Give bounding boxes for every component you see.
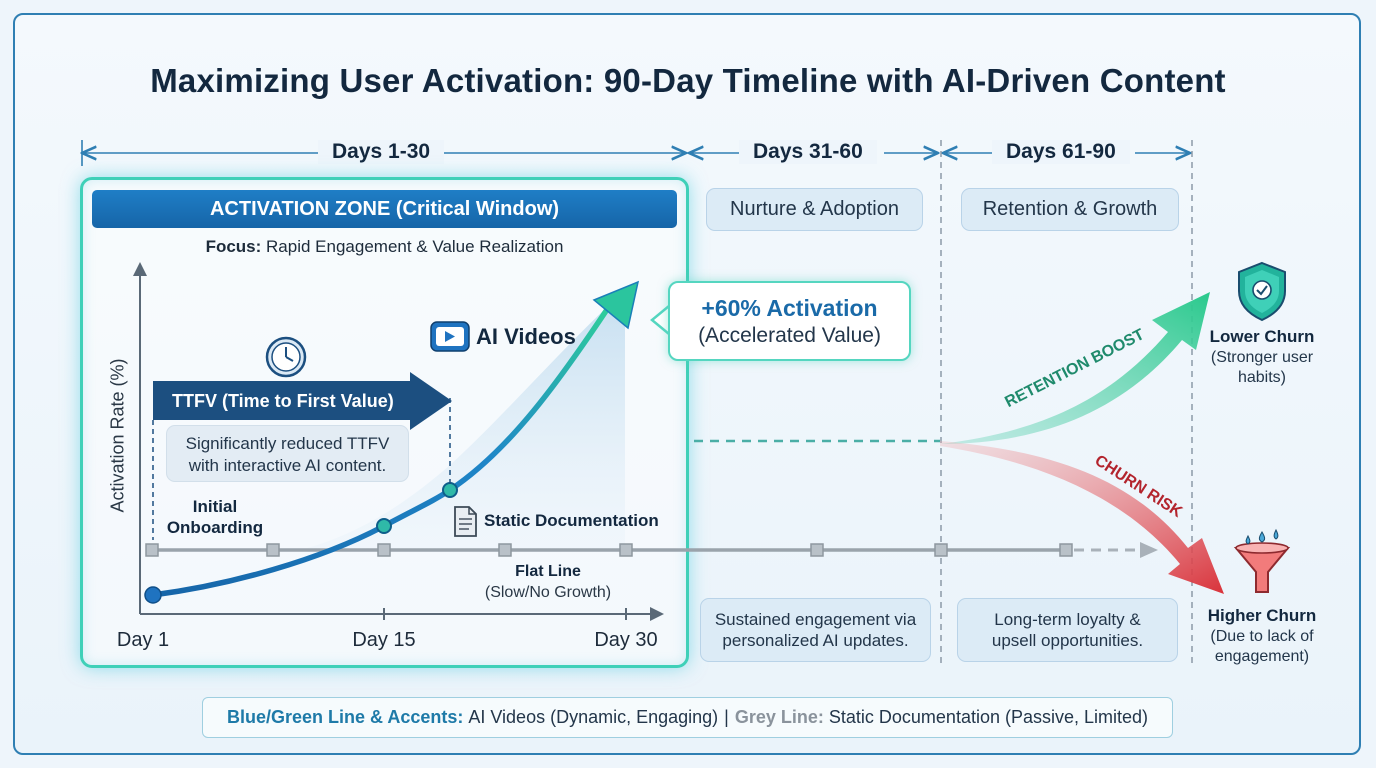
legend-ai-text: AI Videos (Dynamic, Engaging) — [468, 707, 719, 727]
ttfv-label: TTFV (Time to First Value) — [172, 391, 394, 411]
ai-point-day-15 — [376, 518, 392, 534]
static-marker — [934, 543, 948, 557]
diagram-title: Maximizing User Activation: 90-Day Timel… — [150, 62, 1226, 99]
phase-label-days-61-90: Days 61-90 — [992, 140, 1130, 164]
legend-box: Blue/Green Line & Accents: AI Videos (Dy… — [202, 697, 1173, 738]
static-marker — [810, 543, 824, 557]
ai-videos-curve — [150, 302, 613, 598]
document-icon — [454, 506, 477, 537]
ttfv-arrow — [153, 372, 452, 430]
static-marker — [1059, 543, 1073, 557]
static-marker — [266, 543, 280, 557]
flat-line-title: Flat Line — [515, 563, 581, 580]
focus-text: Rapid Engagement & Value Realization — [266, 237, 564, 256]
phase-label-days-1-30: Days 1-30 — [318, 140, 445, 164]
ai-videos-arrowhead — [592, 280, 640, 330]
static-line-markers — [145, 543, 1073, 557]
x-tick-day-1: Day 1 — [116, 629, 170, 651]
activation-callout: +60% Activation (Accelerated Value) — [668, 281, 911, 361]
legend-static-label: Grey Line: — [734, 707, 824, 727]
focus-line: Focus: Rapid Engagement & Value Realizat… — [92, 237, 677, 257]
callout-pointer — [650, 305, 670, 335]
flat-line-subtitle: (Slow/No Growth) — [484, 584, 612, 601]
static-marker — [377, 543, 391, 557]
nurture-adoption-badge: Nurture & Adoption — [706, 188, 923, 231]
retention-note: Long-term loyalty & upsell opportunities… — [957, 598, 1178, 662]
higher-churn-title: Higher Churn — [1207, 606, 1317, 625]
callout-title: +60% Activation — [701, 295, 878, 321]
legend-static-text: Static Documentation (Passive, Limited) — [828, 707, 1149, 727]
x-tick-day-15: Day 15 — [352, 629, 416, 651]
shield-check-icon — [1238, 261, 1286, 322]
initial-onboarding-label: Initial Onboarding — [166, 497, 264, 537]
static-marker — [498, 543, 512, 557]
leaky-funnel-icon — [1233, 528, 1291, 593]
chart-axes — [133, 262, 664, 621]
ttfv-note: Significantly reduced TTFV with interact… — [166, 425, 409, 482]
phase-label-days-31-60: Days 31-60 — [739, 140, 877, 164]
static-documentation-label: Static Documentation — [484, 511, 659, 530]
ai-videos-label: AI Videos — [476, 324, 576, 349]
clock-icon — [265, 336, 307, 378]
lower-churn-title: Lower Churn — [1209, 327, 1315, 346]
churn-risk-arrow — [940, 441, 1224, 594]
legend-ai-label: Blue/Green Line & Accents: — [226, 707, 464, 727]
x-tick-day-30: Day 30 — [594, 629, 658, 651]
retention-boost-arrow — [940, 292, 1210, 444]
static-line-arrowhead — [1140, 542, 1158, 558]
ai-point-day-1 — [144, 586, 162, 604]
lower-churn-subtitle: (Stronger user habits) — [1210, 349, 1314, 386]
ai-point-ttfv — [442, 482, 458, 498]
nurture-note: Sustained engagement via personalized AI… — [700, 598, 931, 662]
retention-growth-badge: Retention & Growth — [961, 188, 1179, 231]
legend-separator: | — [724, 707, 729, 727]
ai-area-fill — [300, 290, 625, 550]
video-play-icon — [430, 321, 470, 352]
static-marker — [145, 543, 159, 557]
focus-label: Focus: — [205, 237, 262, 256]
static-marker — [619, 543, 633, 557]
higher-churn-subtitle: (Due to lack of engagement) — [1210, 628, 1314, 665]
activation-zone-header: ACTIVATION ZONE (Critical Window) — [92, 190, 677, 228]
callout-subtitle: (Accelerated Value) — [698, 324, 881, 347]
y-axis-label: Activation Rate (%) — [107, 358, 128, 513]
